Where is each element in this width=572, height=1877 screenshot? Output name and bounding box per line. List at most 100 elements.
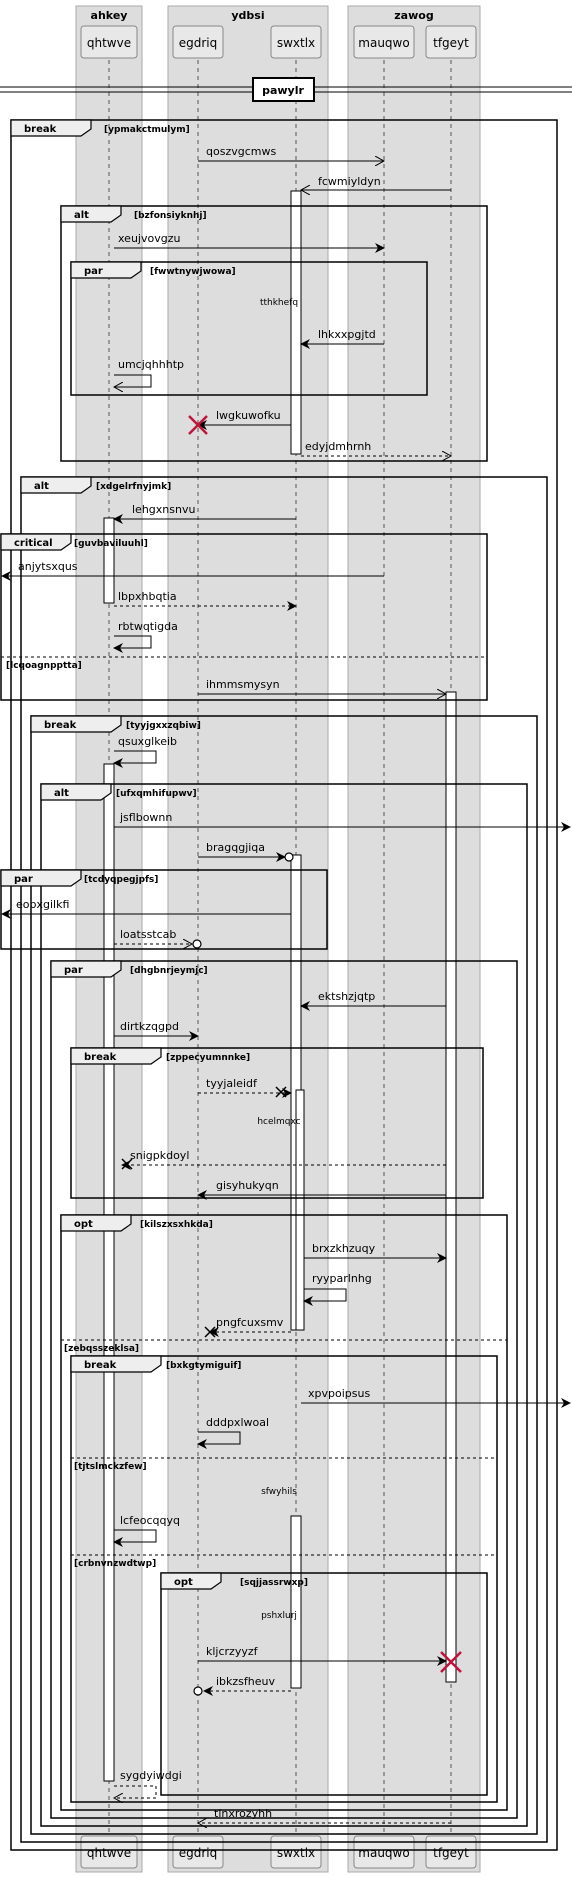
participant-mauqwo[interactable]	[353, 25, 415, 59]
destroy-icon	[275, 1086, 287, 1098]
participant-tfgeyt[interactable]	[425, 25, 477, 59]
fragment-condition: [ufxqmhifupwv]	[116, 789, 197, 799]
activation-bar	[103, 517, 115, 604]
message-label: ektshzjqtp	[318, 990, 375, 1003]
participant-label: qhtwve	[87, 1846, 131, 1860]
message-label: edyjdmhrnh	[305, 440, 371, 453]
participant-swxtlx[interactable]	[270, 25, 322, 59]
fragment-keyword: par	[84, 266, 103, 277]
participant-label: tfgeyt	[433, 1846, 469, 1860]
fragment-condition: [bzfonsiyknhj]	[134, 211, 207, 221]
message-label: pngfcuxsmv	[216, 1316, 284, 1329]
participant-boxes: ahkey ydbsi zawog	[75, 5, 481, 1873]
fragments	[0, 119, 558, 1851]
message-label: lcfeocqqyq	[120, 1514, 180, 1527]
fragment-frame	[10, 119, 558, 1851]
message-label: tyyjaleidf	[206, 1077, 258, 1090]
message-label: brxzkhzuqy	[312, 1242, 376, 1255]
participant-qhtwve-bottom[interactable]	[80, 1835, 138, 1869]
participant-label: tfgeyt	[433, 36, 469, 50]
message-label: lhkxxpgjtd	[318, 328, 376, 341]
participant-label: swxtlx	[277, 36, 315, 50]
else-label: [lcqoagnpptta]	[6, 661, 82, 671]
fragment-condition: [zppecyumnnke]	[166, 1053, 250, 1063]
else-label: [zebqsszeklsa]	[64, 1344, 139, 1354]
message-label: kljcrzyyzf	[206, 1645, 259, 1658]
message-label: xeujvovgzu	[118, 232, 180, 245]
fragment-condition: [xdgelrfnyjmk]	[96, 482, 171, 492]
box-ydbsi	[167, 5, 329, 1873]
participant-swxtlx-bottom[interactable]	[270, 1835, 322, 1869]
fragment-tabs	[0, 119, 222, 1590]
fragment-frame	[30, 715, 538, 1835]
messages	[1, 161, 571, 1823]
endpoint-circle-icon	[192, 939, 202, 949]
message-label: qoszvgcmws	[206, 145, 276, 158]
fragment-condition: [tyyjgxxzqbiw]	[126, 721, 201, 731]
fragment-condition: [bxkgtymiguif]	[166, 1361, 241, 1371]
fragment-keyword: alt	[74, 210, 89, 221]
message-arrow	[114, 1785, 157, 1798]
delays: tthkhefq hcelmqxc sfwyhils pshxlurj	[257, 298, 300, 1621]
box-title-ydbsi: ydbsi	[231, 9, 264, 22]
fragment-keyword: alt	[34, 481, 49, 492]
fragment-condition: [guvbaviluuhl]	[74, 539, 148, 549]
fragment-frame	[160, 1572, 488, 1796]
participant-label: egdriq	[179, 36, 218, 50]
activation-bar	[290, 190, 302, 455]
message-label: bragqgjiqa	[206, 841, 265, 854]
fragment-keyword: alt	[54, 788, 69, 799]
message-label: sygdyiwdgi	[120, 1769, 182, 1782]
message-arrow	[113, 1529, 157, 1547]
fragment-frame	[60, 205, 488, 462]
message-arrow	[113, 750, 157, 768]
delay-label: tthkhefq	[260, 298, 298, 308]
message-label: tlnxrozyhh	[214, 1807, 272, 1820]
message-label: jsflbownn	[119, 811, 172, 824]
participant-heads-top: qhtwve egdriq swxtlx mauqwo tfgeyt	[80, 25, 477, 59]
message-label: eobxgilkfi	[16, 898, 69, 911]
activation-bar	[103, 763, 115, 1782]
delay-label: hcelmqxc	[257, 1117, 300, 1127]
activation-bar	[290, 1515, 302, 1689]
fragment-frame	[0, 533, 488, 701]
participant-heads-bottom: qhtwve egdriq swxtlx mauqwo tfgeyt	[80, 1835, 477, 1869]
participant-tfgeyt-bottom[interactable]	[425, 1835, 477, 1869]
destroy-icon	[440, 1651, 462, 1673]
message-labels: qoszvgcmws fcwmiyldyn xeujvovgzu lhkxxpg…	[16, 145, 381, 1820]
message-arrow	[197, 1431, 241, 1449]
fragment-condition: [sqjjassrwxp]	[240, 1578, 308, 1588]
fragment-condition: [kilszxsxhkda]	[140, 1220, 213, 1230]
message-label: loatsstcab	[120, 928, 176, 941]
participant-mauqwo-bottom[interactable]	[353, 1835, 415, 1869]
participant-egdriq[interactable]	[172, 25, 224, 59]
participant-qhtwve[interactable]	[80, 25, 138, 59]
divider: pawylr	[0, 77, 572, 102]
fragment-keyword: critical	[14, 538, 53, 549]
fragment-frame	[70, 261, 428, 396]
delay-label: pshxlurj	[261, 1611, 297, 1621]
message-label: ibkzsfheuv	[216, 1675, 275, 1688]
participant-egdriq-bottom[interactable]	[172, 1835, 224, 1869]
participant-label: swxtlx	[277, 1846, 315, 1860]
activation-bar	[295, 1089, 305, 1331]
message-label: gisyhukyqn	[216, 1179, 279, 1192]
participant-label: mauqwo	[358, 1846, 409, 1860]
else-label: [tjtslmckzfew]	[74, 1462, 147, 1472]
else-label: [crbnvnzwdtwp]	[74, 1559, 156, 1569]
endpoint-circles	[192, 852, 294, 1696]
endpoint-circle-icon	[284, 852, 294, 862]
message-label: dirtkzqgpd	[120, 1020, 179, 1033]
participant-label: qhtwve	[87, 36, 131, 50]
message-arrow	[113, 635, 152, 653]
fragment-frame	[40, 783, 528, 1827]
message-label: xpvpoipsus	[308, 1387, 370, 1400]
destroy-icon	[188, 415, 208, 435]
fragment-keyword: par	[14, 874, 33, 885]
message-label: fcwmiyldyn	[318, 175, 381, 188]
else-separators: [lcqoagnpptta] [zebqsszeklsa] [tjtslmckz…	[1, 656, 507, 1569]
destroy-icon	[121, 1158, 133, 1170]
message-label: dddpxlwoal	[206, 1416, 269, 1429]
fragment-keyword: break	[24, 124, 57, 135]
